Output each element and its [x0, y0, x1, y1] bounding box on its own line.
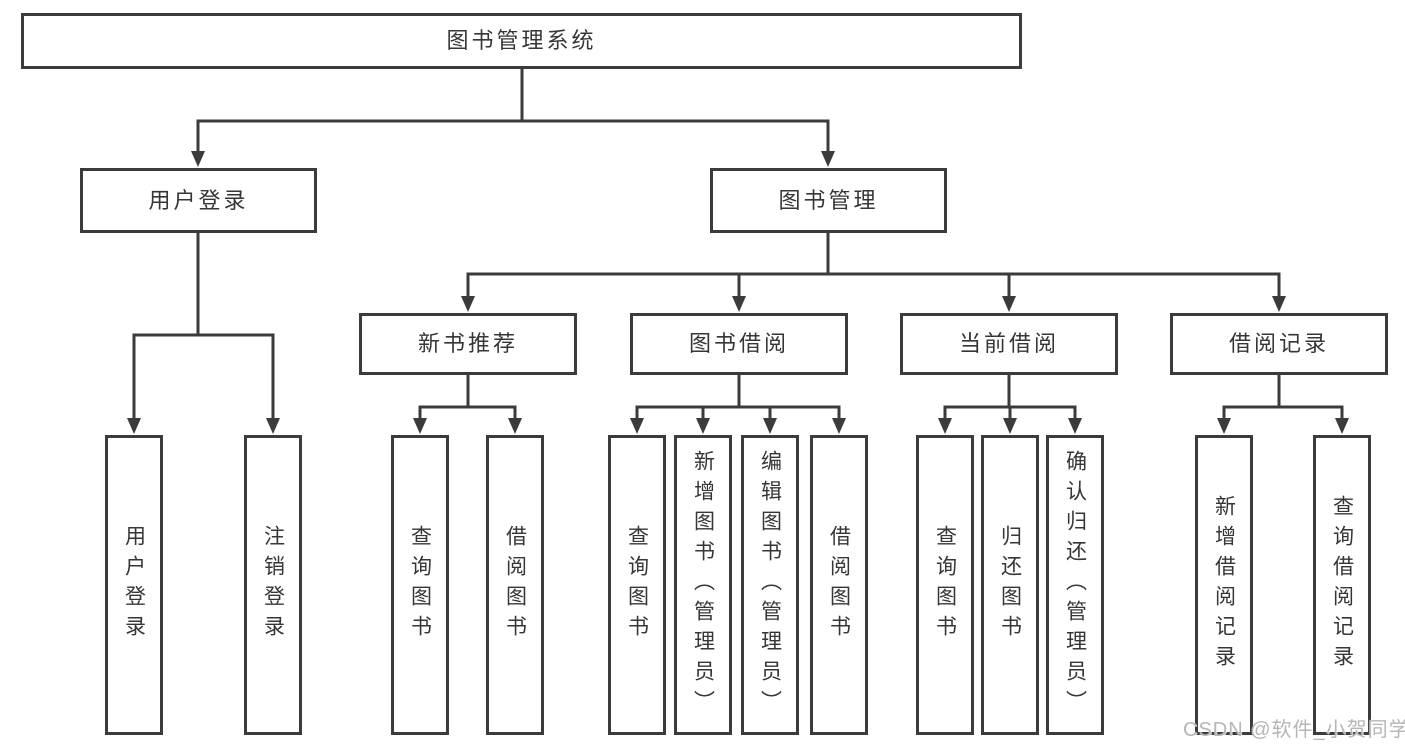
node-book-management: 图书管理 [710, 168, 947, 233]
arrow-down-icon [938, 418, 952, 434]
leaf-label: 注销登录 [261, 525, 285, 645]
node-root-library-system: 图书管理系统 [21, 13, 1022, 69]
csdn-watermark: CSDN @软件_小贺同学 [1183, 719, 1405, 741]
arrow-down-icon [508, 418, 522, 434]
leaf-label: 新增图书（管理员） [691, 450, 715, 720]
node-borrowing-records: 借阅记录 [1170, 313, 1388, 375]
leaf-query-books-1: 查询图书 [391, 435, 449, 735]
arrow-down-icon [127, 418, 141, 434]
leaf-label: 借阅图书 [503, 525, 527, 645]
arrow-down-icon [1335, 418, 1349, 434]
leaf-label: 编辑图书（管理员） [758, 450, 782, 720]
leaf-query-books-2: 查询图书 [608, 435, 666, 735]
leaf-borrow-books-1: 借阅图书 [486, 435, 544, 735]
node-new-book-recommend: 新书推荐 [359, 313, 577, 375]
leaf-logout: 注销登录 [244, 435, 302, 735]
leaf-borrow-books-2: 借阅图书 [810, 435, 868, 735]
leaf-query-borrow-record: 查询借阅记录 [1313, 435, 1371, 735]
arrow-down-icon [1217, 418, 1231, 434]
arrow-down-icon [630, 418, 644, 434]
leaf-label: 查询借阅记录 [1330, 495, 1354, 675]
leaf-user-login: 用户登录 [105, 435, 163, 735]
arrow-down-icon [821, 151, 835, 167]
leaf-label: 查询图书 [933, 525, 957, 645]
leaf-add-borrow-record: 新增借阅记录 [1195, 435, 1253, 735]
leaf-label: 确认归还（管理员） [1063, 450, 1087, 720]
leaf-return-books: 归还图书 [981, 435, 1039, 735]
arrow-down-icon [413, 418, 427, 434]
leaf-query-books-3: 查询图书 [916, 435, 974, 735]
arrow-down-icon [696, 418, 710, 434]
node-user-login: 用户登录 [80, 168, 317, 233]
leaf-confirm-return-admin: 确认归还（管理员） [1046, 435, 1104, 735]
arrow-down-icon [191, 151, 205, 167]
arrow-down-icon [1068, 418, 1082, 434]
arrow-down-icon [1003, 418, 1017, 434]
leaf-label: 归还图书 [998, 525, 1022, 645]
node-current-borrowing: 当前借阅 [900, 313, 1118, 375]
arrow-down-icon [266, 418, 280, 434]
leaf-label: 借阅图书 [827, 525, 851, 645]
leaf-label: 查询图书 [408, 525, 432, 645]
arrow-down-icon [461, 296, 475, 312]
leaf-edit-books-admin: 编辑图书（管理员） [741, 435, 799, 735]
arrow-down-icon [1002, 296, 1016, 312]
node-book-borrowing: 图书借阅 [630, 313, 848, 375]
arrow-down-icon [1272, 296, 1286, 312]
leaf-label: 用户登录 [122, 525, 146, 645]
arrow-down-icon [732, 296, 746, 312]
arrow-down-icon [832, 418, 846, 434]
leaf-add-books-admin: 新增图书（管理员） [674, 435, 732, 735]
leaf-label: 新增借阅记录 [1212, 495, 1236, 675]
leaf-label: 查询图书 [625, 525, 649, 645]
arrow-down-icon [763, 418, 777, 434]
